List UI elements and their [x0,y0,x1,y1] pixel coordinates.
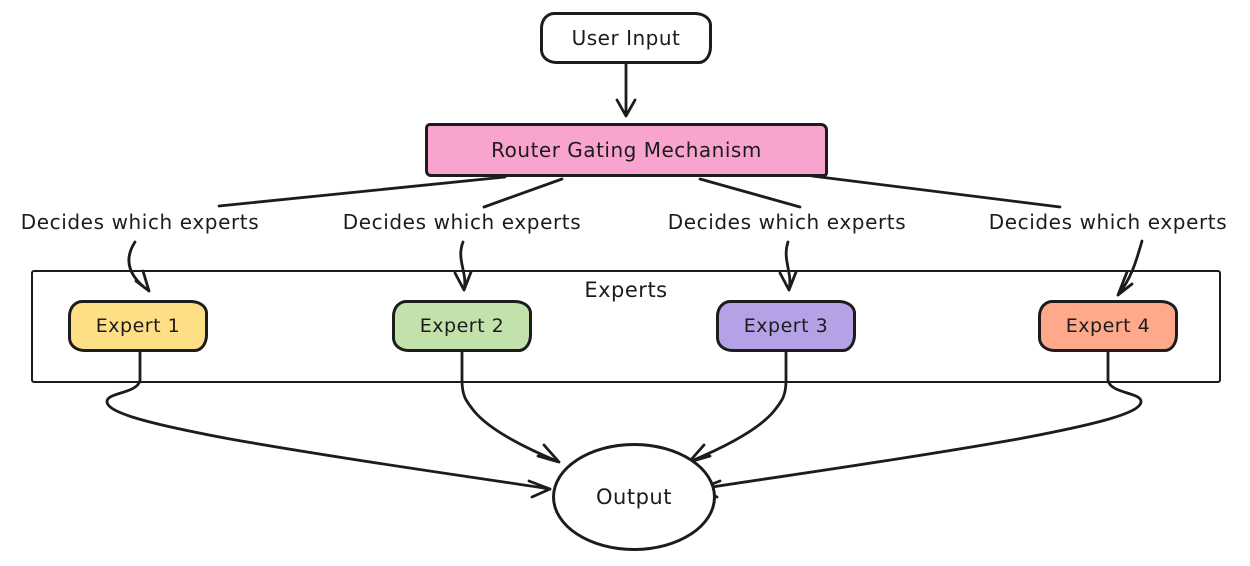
fan-line-2 [482,177,564,209]
expert-3-label: Expert 3 [743,315,829,337]
user-input-node: User Input [540,12,712,64]
label-arrow-4 [1116,239,1144,297]
label-arrow-1 [127,240,151,293]
output-label: Output [596,485,672,509]
edge-label-2: Decides which experts [342,210,582,234]
router-gating-label: Router Gating Mechanism [491,138,762,162]
expert-2-node: Expert 2 [392,300,532,352]
label-arrow-3 [778,240,798,292]
experts-group-label: Experts [584,278,668,302]
arrow-expert2-to-output [460,350,561,464]
user-input-label: User Input [571,26,681,50]
output-node: Output [552,443,716,551]
expert-3-node: Expert 3 [716,300,856,352]
experts-group-container: Experts [31,270,1221,383]
edge-label-4: Decides which experts [988,210,1228,234]
label-arrow-2 [453,240,473,292]
expert-4-label: Expert 4 [1065,315,1151,337]
expert-1-label: Expert 1 [95,315,181,337]
edge-label-1: Decides which experts [20,210,260,234]
edge-label-3: Decides which experts [667,210,907,234]
arrow-expert1-to-output [105,350,552,499]
fan-line-3 [698,177,802,209]
fan-line-4 [810,174,1062,209]
expert-4-node: Expert 4 [1038,300,1178,352]
expert-1-node: Expert 1 [68,300,208,352]
router-gating-node: Router Gating Mechanism [425,123,828,177]
expert-2-label: Expert 2 [419,315,505,337]
arrow-user-input-to-router [615,62,637,118]
fan-line-1 [217,175,507,208]
